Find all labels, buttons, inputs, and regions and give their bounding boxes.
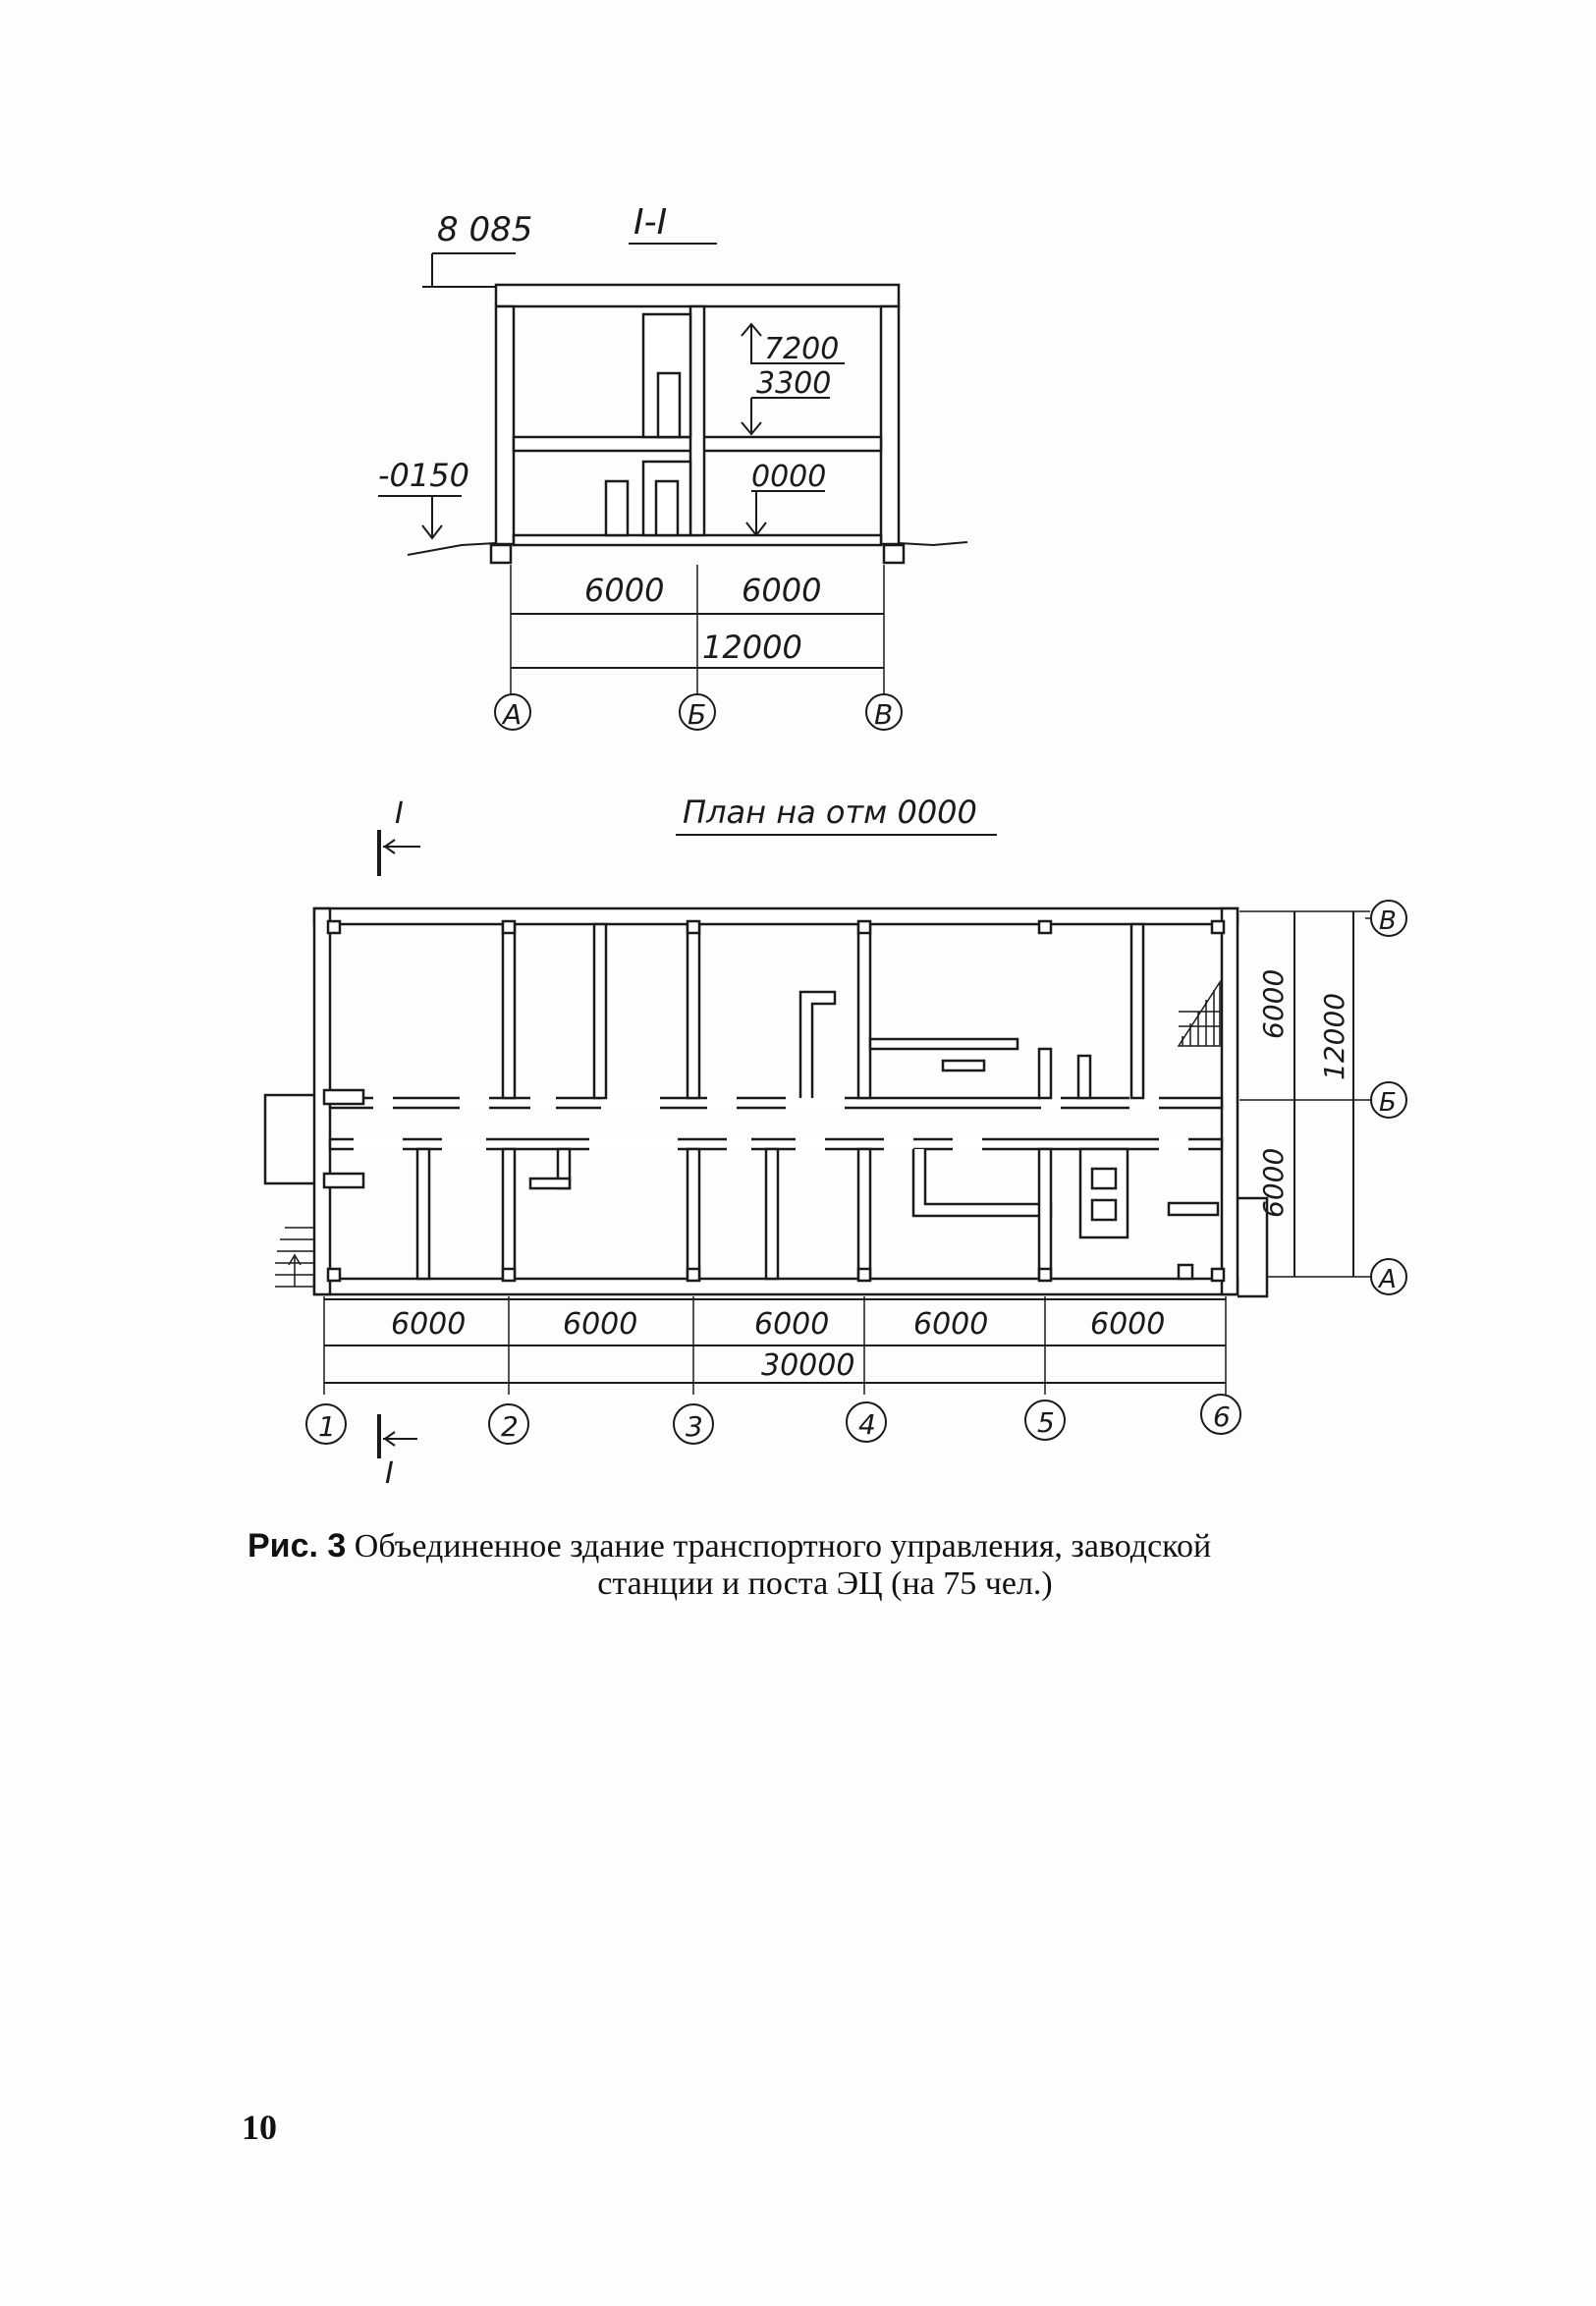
svg-text:Б: Б <box>688 698 706 731</box>
right-annex <box>1238 1196 1269 1298</box>
plan-span-2: 6000 <box>563 1307 637 1342</box>
plan-drawing: План на отм 0000 I I <box>263 794 1407 1491</box>
section-axis-b <box>679 693 716 731</box>
partition-s-2 <box>501 1147 517 1281</box>
section-span-total: 12000 <box>702 629 802 666</box>
plan-columns <box>326 919 1226 1283</box>
plan-span-4: 6000 <box>913 1307 988 1342</box>
caption-line-2: станции и поста ЭЦ (на 75 чел.) <box>597 1565 1053 1602</box>
plan-axis-5: 5 <box>1037 1406 1055 1439</box>
section-ground-line <box>407 542 497 556</box>
level-ground-label: -0150 <box>378 457 469 494</box>
plan-wall-top <box>312 906 1239 926</box>
figure-caption: Рис. 3 Объединенное здание транспортного… <box>236 1527 1414 1603</box>
partition-s-4 <box>764 1147 780 1281</box>
section-wall-left <box>494 304 516 546</box>
plan-side-total: 12000 <box>1318 993 1350 1080</box>
section-axis-a <box>494 693 531 731</box>
level-top-label: 8 085 <box>437 210 532 249</box>
section-title: I-I <box>633 202 667 243</box>
section-span-2: 6000 <box>742 572 821 609</box>
plan-span-1: 6000 <box>391 1307 466 1342</box>
plan-axis-2: 2 <box>501 1410 519 1443</box>
figure-label: Рис. 3 <box>248 1527 347 1565</box>
plan-axis-4: 4 <box>858 1408 876 1441</box>
plan-side-span-1: 6000 <box>1257 969 1290 1039</box>
section-cut-mark-top: I <box>395 796 404 831</box>
partition-n-2 <box>592 922 608 1100</box>
section-cut-mark-bottom: I <box>385 1456 394 1491</box>
plan-axis-a <box>1370 1258 1407 1295</box>
plan-axis-3: 3 <box>686 1410 703 1443</box>
section-column-center <box>688 304 706 537</box>
svg-text:В: В <box>1379 906 1397 936</box>
plan-title: План на отм 0000 <box>683 794 977 831</box>
page-number: 10 <box>242 2108 277 2147</box>
level-ceiling-upper-label: 7200 <box>764 332 839 366</box>
svg-text:Б: Б <box>1379 1088 1397 1118</box>
plan-axis-1: 1 <box>318 1410 336 1443</box>
section-axis-v <box>865 693 903 731</box>
entrance-vestibule <box>263 1093 314 1185</box>
section-drawing: I-I 8 085 7200 3300 0000 <box>378 202 968 731</box>
caption-line-1: Объединенное здание транспортного управл… <box>354 1528 1212 1565</box>
plan-wall-right <box>1220 906 1239 1296</box>
level-floor-label: 0000 <box>751 460 826 494</box>
plan-axis-b <box>1370 1081 1407 1119</box>
plan-span-3: 6000 <box>754 1307 829 1342</box>
level-floor-upper-label: 3300 <box>756 366 831 401</box>
plan-axis-numbers <box>305 1394 1241 1445</box>
partition-n-5 <box>1129 922 1145 1100</box>
section-wall-right <box>879 304 901 546</box>
section-slab-ground <box>512 533 883 547</box>
entrance-stair <box>275 1227 314 1288</box>
svg-text:А: А <box>501 698 522 731</box>
section-roof <box>494 283 901 308</box>
plan-side-span-2: 6000 <box>1257 1148 1290 1218</box>
partition-n-4 <box>856 922 872 1100</box>
partition-s-1 <box>415 1147 431 1281</box>
svg-text:В: В <box>874 698 893 731</box>
plan-span-total: 30000 <box>761 1348 854 1383</box>
partition-s-5 <box>856 1147 872 1281</box>
plan-span-5: 6000 <box>1090 1307 1165 1342</box>
section-span-1: 6000 <box>584 572 664 609</box>
partition-n-1 <box>501 922 517 1100</box>
corridor-openings <box>354 1096 1188 1151</box>
partition-s-3 <box>686 1147 701 1281</box>
plan-wall-bottom <box>312 1277 1239 1296</box>
partition-n-3 <box>686 922 701 1100</box>
internal-stair <box>1177 979 1221 1047</box>
svg-text:А: А <box>1377 1265 1397 1294</box>
plan-axis-v <box>1370 900 1407 937</box>
plan-axis-6: 6 <box>1213 1400 1231 1433</box>
